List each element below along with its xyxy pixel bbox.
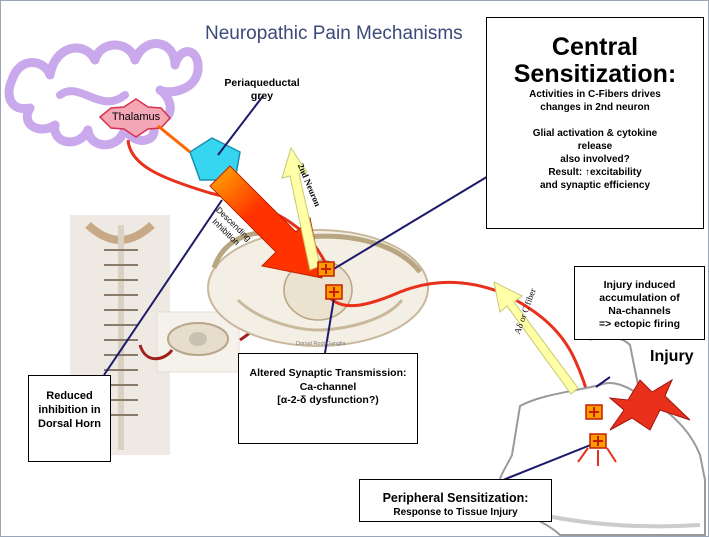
peripheral-sensitization-box: Peripheral Sensitization: Response to Ti… (359, 479, 552, 522)
na-box-line2: accumulation of (575, 292, 704, 305)
injury-label: Injury (650, 348, 694, 366)
central-text-line2: changes in 2nd neuron (487, 101, 703, 114)
reduced-box-line2: inhibition in (29, 403, 110, 417)
central-text-line4: release (487, 140, 703, 153)
thalamus-label: Thalamus (107, 111, 165, 123)
synaptic-transmission-box: Altered Synaptic Transmission: Ca-channe… (238, 353, 418, 444)
thalamus-pag-connector (158, 126, 190, 152)
periaqueductal-label-line2: grey (212, 90, 312, 103)
periaqueductal-grey-label: Periaqueductal grey (212, 77, 312, 103)
central-heading-line1: Central (487, 34, 703, 61)
na-box-line1: Injury induced (575, 279, 704, 292)
synaptic-box-line2: Ca-channel (239, 381, 417, 395)
na-box-line4: => ectopic firing (575, 318, 704, 331)
central-heading-line2: Sensitization: (487, 61, 703, 88)
brain-cortex-outline (9, 44, 198, 145)
synapse-marker-upper (318, 262, 334, 276)
reduced-box-line1: Reduced (29, 389, 110, 403)
brain-gyrus (60, 91, 125, 101)
reduced-box-line3: Dorsal Horn (29, 417, 110, 431)
reduced-inhibition-box: Reduced inhibition in Dorsal Horn (28, 375, 111, 462)
peripheral-box-line2: Response to Tissue Injury (360, 506, 551, 519)
synaptic-box-line3: [α-2-δ dysfunction?) (239, 394, 417, 408)
periaqueductal-label-line1: Periaqueductal (212, 77, 312, 90)
central-text-line6: Result: ↑excitability (487, 166, 703, 179)
synapse-marker-lower (326, 285, 342, 299)
na-box-line3: Na-channels (575, 305, 704, 318)
na-channel-box: Injury induced accumulation of Na-channe… (574, 266, 705, 340)
dorsal-root-ganglia-label: Dorsal Root Ganglia (296, 341, 346, 347)
nociceptor-marker-upper (586, 405, 602, 419)
central-text-line5: also involved? (487, 153, 703, 166)
central-text-line3: Glial activation & cytokine (487, 127, 703, 140)
synaptic-box-line1: Altered Synaptic Transmission: (239, 367, 417, 381)
afferent-fiber-arrow (494, 282, 578, 394)
peripheral-box-line1: Peripheral Sensitization: (360, 490, 551, 506)
page-title: Neuropathic Pain Mechanisms (205, 23, 463, 45)
central-text-line7: and synaptic efficiency (487, 179, 703, 192)
central-text-line1: Activities in C-Fibers drives (487, 88, 703, 101)
central-sensitization-box: Central Sensitization: Activities in C-F… (486, 17, 704, 229)
